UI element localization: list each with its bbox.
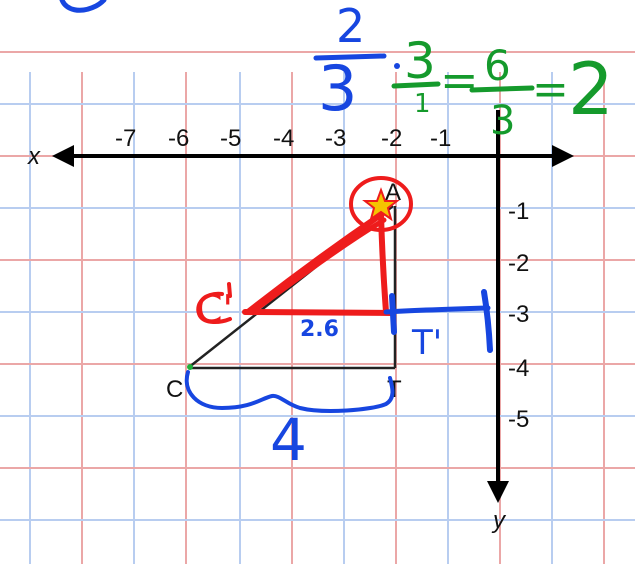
y-tick-label: -3 [508, 301, 529, 328]
point-c-dot [187, 364, 193, 370]
axes [52, 110, 574, 503]
y-axis-label: y [491, 507, 507, 534]
green-result: 2 [568, 47, 614, 131]
x-tick-label: -5 [220, 125, 241, 152]
x-tick-label: -7 [115, 125, 136, 152]
y-tick-label: -4 [508, 355, 529, 382]
blue-label-t-prime: T' [411, 323, 442, 363]
blue-circle-top [59, 0, 107, 13]
green-fraction-numerator: 3 [404, 32, 436, 90]
y-tick-label: -5 [508, 406, 529, 433]
graph-grid [0, 51, 635, 564]
red-prime-mark [227, 282, 232, 298]
x-tick-label: -3 [325, 125, 346, 152]
point-label-c: C [166, 376, 183, 403]
x-axis-arrow-right [552, 145, 574, 167]
blue-multiply-dot [394, 63, 400, 69]
x-tick-label: -2 [381, 125, 402, 152]
blue-tick-right [481, 289, 493, 353]
x-tick-label: -1 [430, 125, 451, 152]
blue-label-length: 2.6 [300, 317, 339, 342]
blue-fraction-denominator: 3 [318, 52, 357, 125]
green-fraction-bar [391, 81, 441, 89]
x-tick-label: -4 [273, 125, 294, 152]
red-label-c-curve [196, 291, 232, 324]
x-tick-label: -6 [168, 125, 189, 152]
green-fraction2-denominator: 3 [490, 98, 515, 144]
x-axis-label: x [27, 143, 41, 170]
blue-tick-left [389, 293, 397, 335]
green-fraction-denominator: 1 [414, 89, 431, 119]
star-icon [362, 187, 400, 222]
green-fraction2-numerator: 6 [484, 41, 511, 90]
blue-fraction-bar [313, 53, 387, 61]
blue-segment-t-prime [383, 305, 491, 315]
blue-annotations [59, 0, 493, 413]
y-axis-arrow-down [487, 481, 509, 503]
y-tick-label: -2 [508, 250, 529, 277]
green-fraction2-bar [469, 85, 535, 93]
green-equals-sign-second: = [532, 64, 569, 115]
point-label-a: A [385, 179, 401, 206]
red-segment-ca-second [249, 217, 387, 315]
y-tick-labels: -1 -2 -3 -4 -5 [508, 198, 529, 433]
green-equals-sign: = [440, 53, 479, 107]
blue-brace-four [184, 370, 395, 413]
blue-fraction-numerator: 2 [336, 0, 365, 53]
red-segment-at [378, 211, 389, 315]
dilated-triangle-red [196, 176, 413, 324]
blue-label-four: 4 [270, 406, 307, 474]
red-circle-a [349, 176, 413, 232]
x-axis-arrow-left [52, 145, 74, 167]
x-tick-labels: -7 -6 -5 -4 -3 -2 -1 [115, 125, 451, 152]
y-tick-label: -1 [508, 198, 529, 225]
red-segment-ct [242, 309, 395, 316]
red-label-c-prime: C' [196, 287, 233, 331]
